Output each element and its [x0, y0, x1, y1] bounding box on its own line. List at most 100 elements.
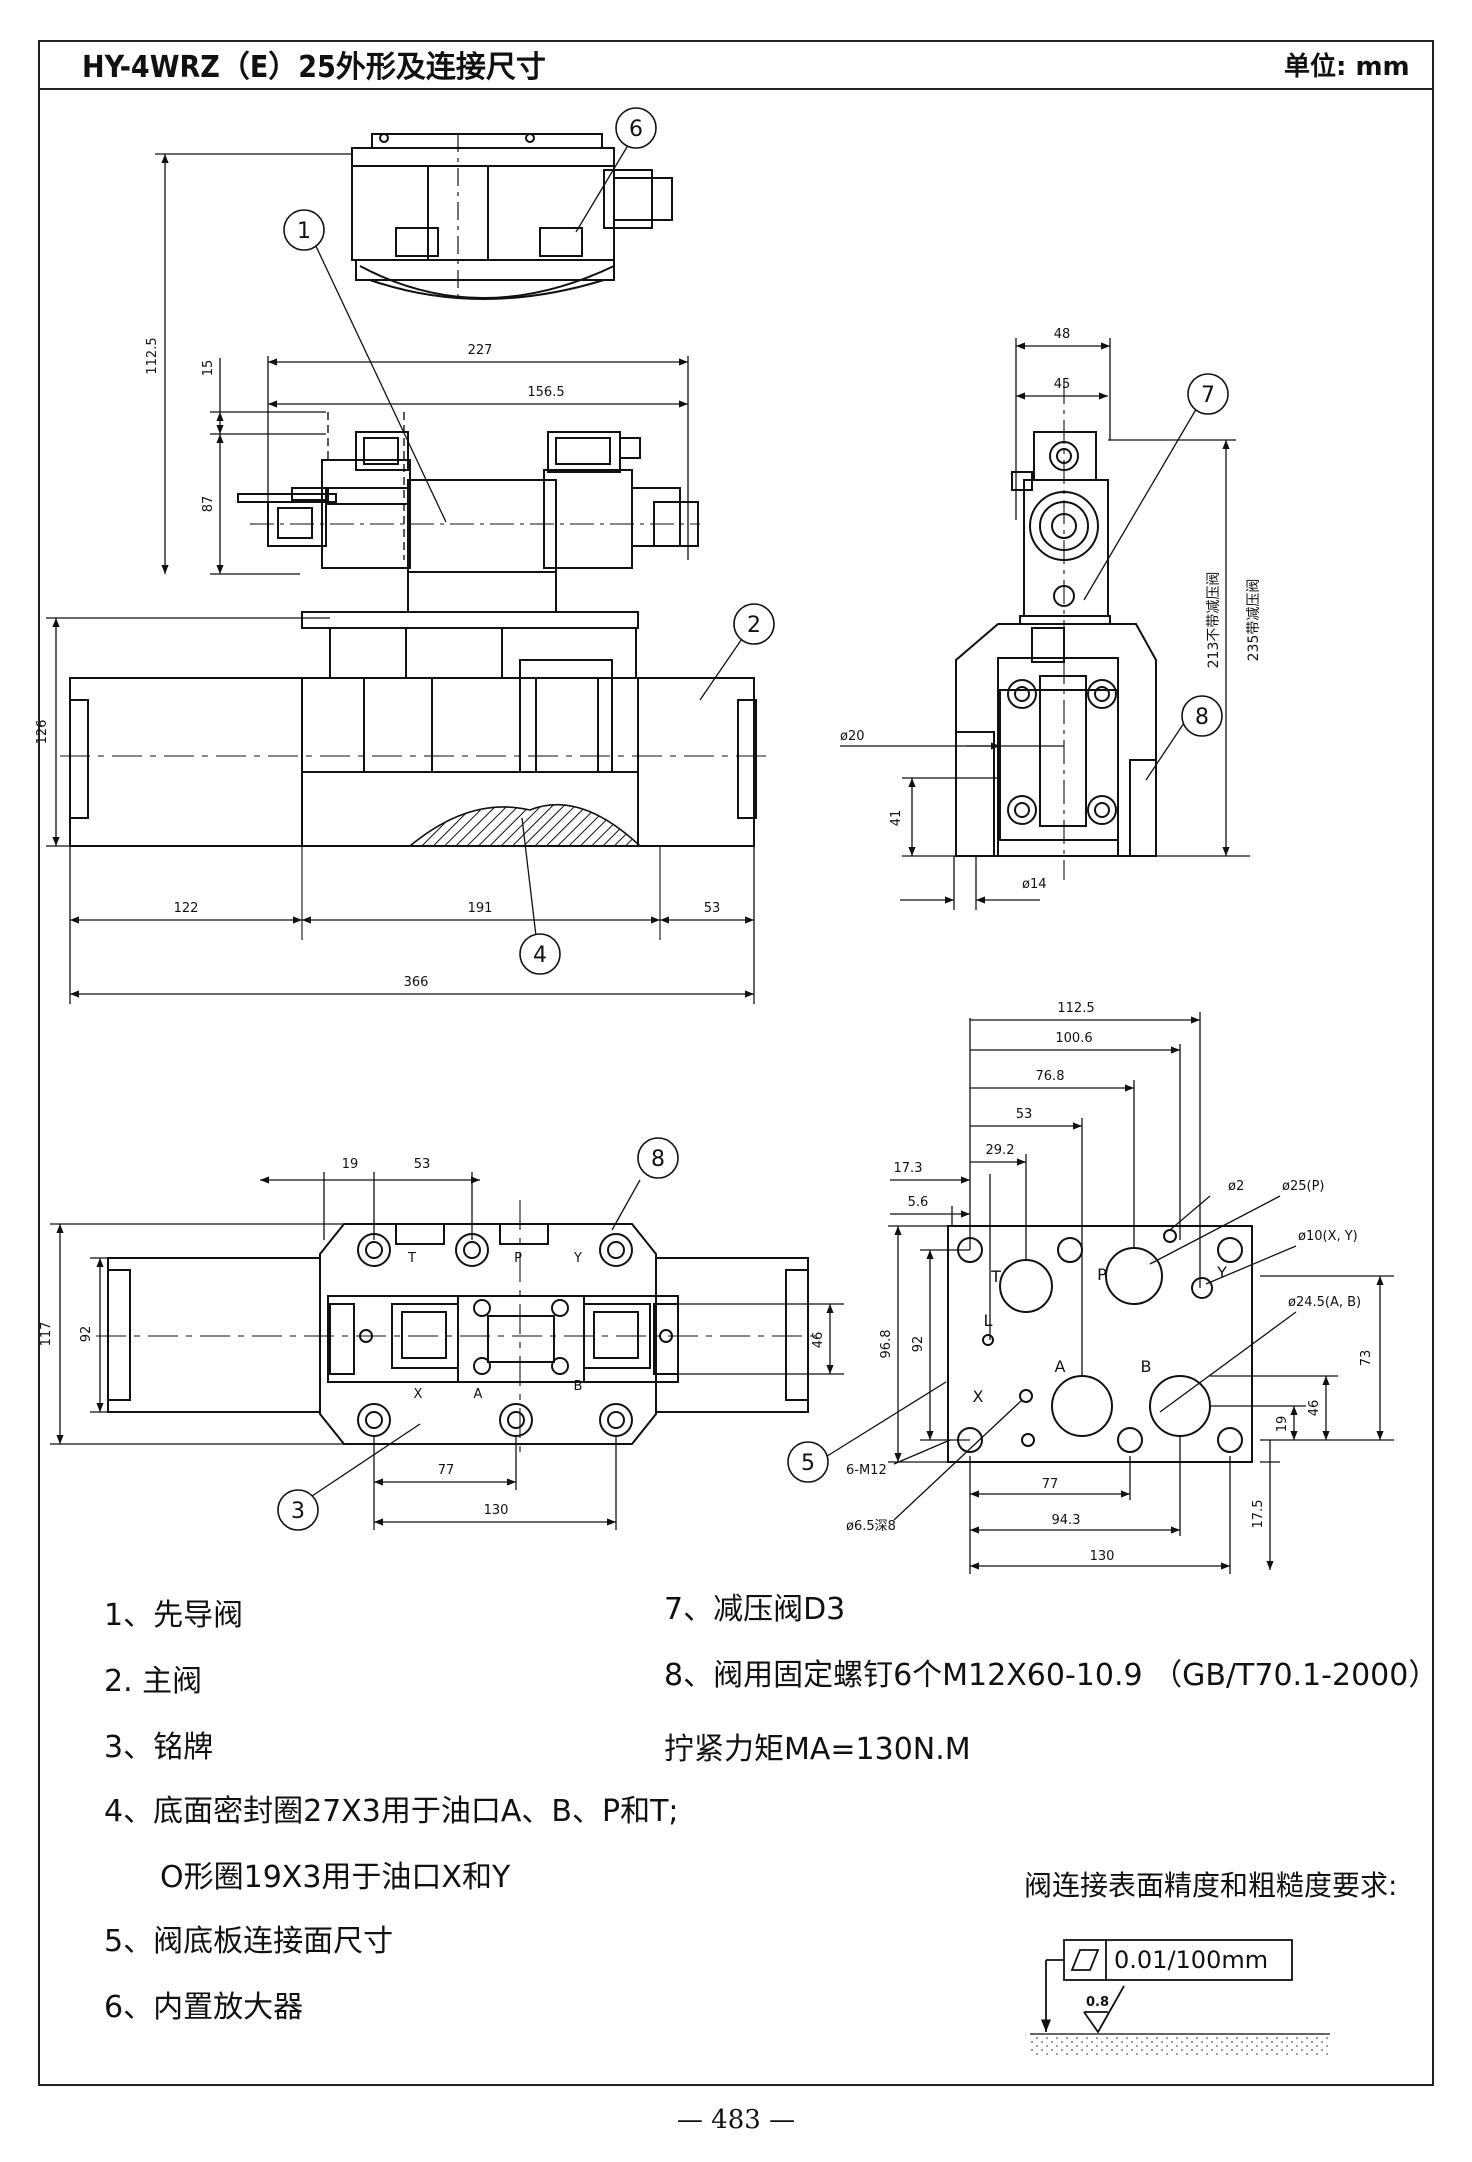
pat-dim-d6-5: ø6.5深8	[846, 1519, 896, 1534]
side-dim-48: 48	[1054, 327, 1071, 342]
pat-port-b: B	[1141, 1357, 1152, 1376]
sheet-frame	[38, 40, 1434, 2086]
surface-spec-symbol	[1030, 1939, 1330, 2056]
side-leaders	[1083, 405, 1199, 781]
note-7: 7、减压阀D3	[664, 1592, 846, 1627]
pat-dim-112-5: 112.5	[1057, 1001, 1094, 1016]
top-port-b: B	[574, 1379, 583, 1394]
top-dim-92: 92	[79, 1326, 94, 1343]
top-balloon-3: 3	[291, 1499, 305, 1524]
side-labels: 7 8 48 45 ø20 41 ø14 213不带减压阀 235带减压阀	[840, 327, 1262, 892]
roughness-value: 0.8	[1086, 1995, 1109, 2010]
top-dim-130: 130	[484, 1503, 509, 1518]
pat-dim-m12: 6-M12	[846, 1463, 887, 1478]
top-labels: 8 3 19 53 117 92 46 77 130 T P Y X A B	[39, 1147, 826, 1524]
top-view	[50, 1172, 844, 1530]
surface-spec-caption: 阀连接表面精度和粗糙度要求:	[1024, 1869, 1398, 1902]
top-leaders	[311, 1179, 641, 1497]
pat-dim-76-8: 76.8	[1036, 1069, 1065, 1084]
note-4: 4、底面密封圈27X3用于油口A、B、P和T;	[104, 1794, 679, 1829]
pat-port-a: A	[1055, 1357, 1066, 1376]
pat-dim-53: 53	[1016, 1107, 1033, 1122]
dim-87: 87	[201, 496, 216, 513]
side-dim-45: 45	[1054, 377, 1071, 392]
dim-227: 227	[468, 343, 493, 358]
pat-dim-19: 19	[1275, 1416, 1290, 1433]
note-1: 1、先导阀	[104, 1598, 244, 1633]
top-port-a: A	[474, 1387, 483, 1402]
dim-53: 53	[704, 901, 721, 916]
top-port-t: T	[407, 1251, 416, 1266]
top-port-x: X	[414, 1387, 423, 1402]
front-leaders	[313, 141, 749, 937]
dim-156-5: 156.5	[527, 385, 564, 400]
front-balloon-1: 1	[297, 219, 311, 244]
pattern-balloons	[787, 1441, 829, 1483]
front-balloon-6: 6	[629, 117, 643, 142]
note-5: 5、阀底板连接面尺寸	[104, 1924, 394, 1959]
top-dim-19: 19	[342, 1157, 359, 1172]
pat-dim-77: 77	[1042, 1477, 1059, 1492]
side-dim-235: 235带减压阀	[1246, 579, 1262, 662]
side-dimensions	[840, 338, 1250, 910]
pat-port-l: L	[984, 1311, 993, 1330]
side-dim-20: ø20	[840, 729, 865, 744]
pat-dim-d10: ø10(X, Y)	[1298, 1229, 1358, 1244]
front-balloons	[283, 107, 775, 975]
pat-dim-73: 73	[1359, 1350, 1374, 1367]
pat-port-t: T	[990, 1267, 1001, 1286]
side-balloon-8: 8	[1195, 705, 1209, 730]
pat-dim-130: 130	[1090, 1549, 1115, 1564]
pat-dim-d24-5: ø24.5(A, B)	[1288, 1295, 1361, 1310]
header-rule	[38, 88, 1434, 90]
pat-dim-96-8: 96.8	[879, 1330, 894, 1359]
front-dimensions	[46, 153, 755, 1004]
pat-dim-17-3: 17.3	[894, 1161, 923, 1176]
side-dim-213: 213不带减压阀	[1206, 572, 1222, 669]
pattern-leaders	[823, 1195, 1297, 1521]
pat-dim-92: 92	[911, 1336, 926, 1353]
pat-dim-29-2: 29.2	[986, 1143, 1015, 1158]
note-8: 8、阀用固定螺钉6个M12X60-10.9 （GB/T70.1-2000）	[664, 1658, 1439, 1693]
pilot-valve	[237, 412, 700, 613]
unit-label: 单位: mm	[1284, 52, 1410, 82]
roughness-icon	[1083, 1985, 1125, 2034]
dim-126: 126	[35, 720, 50, 745]
dim-191: 191	[468, 901, 493, 916]
top-port-p: P	[514, 1251, 522, 1266]
top-dim-77: 77	[438, 1463, 455, 1478]
front-view	[46, 133, 770, 1004]
amplifier-housing	[351, 133, 673, 300]
note-4b: O形圈19X3用于油口X和Y	[160, 1860, 511, 1895]
side-dim-14: ø14	[1022, 877, 1047, 892]
side-balloons	[1181, 373, 1229, 737]
top-dim-117: 117	[39, 1322, 54, 1347]
pat-dim-100-6: 100.6	[1055, 1031, 1092, 1046]
pat-dim-17-5: 17.5	[1251, 1500, 1266, 1529]
pat-dim-94-3: 94.3	[1052, 1513, 1081, 1528]
top-dimensions	[50, 1172, 844, 1530]
pattern-balloon-5: 5	[801, 1451, 815, 1476]
flatness-value: 0.01/100mm	[1114, 1946, 1268, 1974]
note-9: 拧紧力矩MA=130N.M	[664, 1732, 971, 1767]
sheet-title: HY-4WRZ（E）25外形及连接尺寸	[82, 50, 546, 85]
pat-dim-5-6: 5.6	[908, 1195, 929, 1210]
pat-port-p: P	[1097, 1265, 1107, 1284]
flatness-icon	[1070, 1949, 1100, 1971]
dim-15: 15	[201, 360, 216, 377]
side-view	[840, 338, 1250, 910]
side-balloon-7: 7	[1201, 383, 1215, 408]
pattern-view	[823, 1012, 1394, 1574]
pat-dim-d25: ø25(P)	[1282, 1179, 1324, 1194]
note-6: 6、内置放大器	[104, 1990, 304, 2025]
page-number: — 483 —	[676, 2105, 796, 2135]
pat-dim-d2: ø2	[1228, 1179, 1244, 1194]
main-valve	[60, 611, 770, 940]
pattern-dimensions	[888, 1012, 1394, 1574]
surface-spec-labels: 0.01/100mm 0.8	[1086, 1946, 1268, 2010]
dim-366: 366	[404, 975, 429, 990]
front-balloon-4: 4	[533, 943, 547, 968]
pat-port-y: Y	[1216, 1263, 1227, 1282]
top-port-y: Y	[573, 1251, 582, 1266]
